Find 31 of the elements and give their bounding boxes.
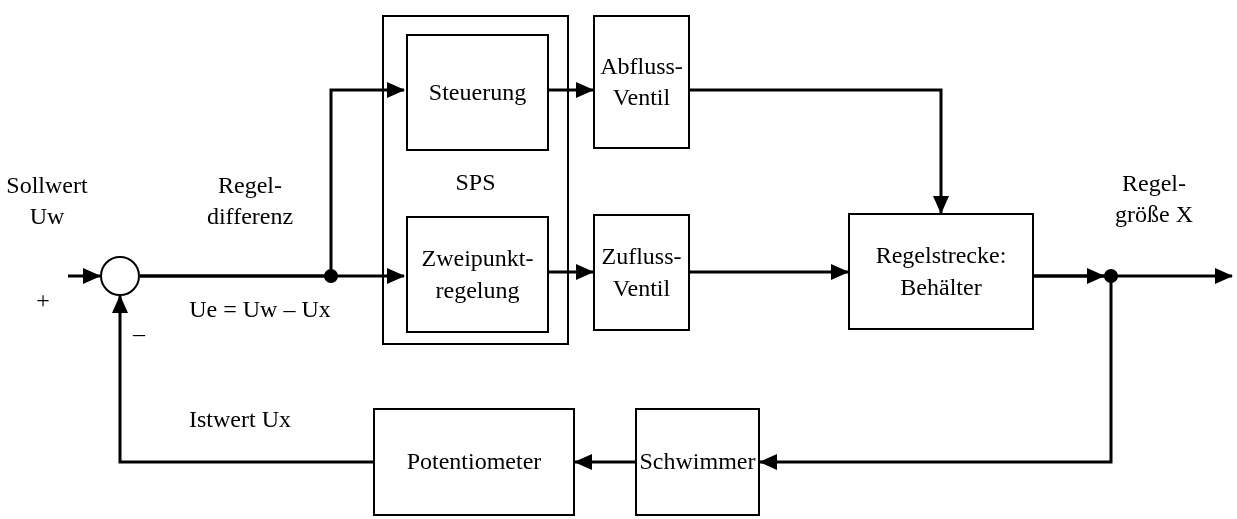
block-box [406,216,549,333]
arrow [574,454,635,470]
block-box [848,213,1034,330]
signal-label: Regel- größe X [1114,169,1194,230]
equation-label: Ue = Uw – Ux [188,295,332,324]
group-label: SPS [454,168,497,197]
summing-junction [100,256,140,296]
signal-label: Sollwert Uw [5,171,89,232]
block-label: Zufluss- Ventil [600,242,683,303]
block-label: Zweipunkt- regelung [420,244,535,305]
block-box [406,34,549,151]
block-box [593,214,690,331]
arrow [759,274,1113,470]
block-label: Schwimmer [639,447,756,477]
arrow [140,268,405,284]
arrow [68,268,101,284]
block-label: Steuerung [428,77,527,107]
arrow [112,295,373,464]
arrow [690,88,949,214]
block-box [635,408,760,516]
controller-group-box [382,15,569,345]
block-label: Potentiometer [406,447,542,477]
signal-label: Istwert Ux [188,405,292,434]
block-box [593,15,690,149]
sign-label: + [35,286,51,315]
block-label: Regelstrecke: Behälter [874,241,1008,302]
signal-label: Regel- differenz [205,171,295,232]
block-box [373,408,575,516]
arrow [690,264,849,280]
block-label: Abfluss- Ventil [599,51,684,112]
sign-label: – [131,319,147,348]
